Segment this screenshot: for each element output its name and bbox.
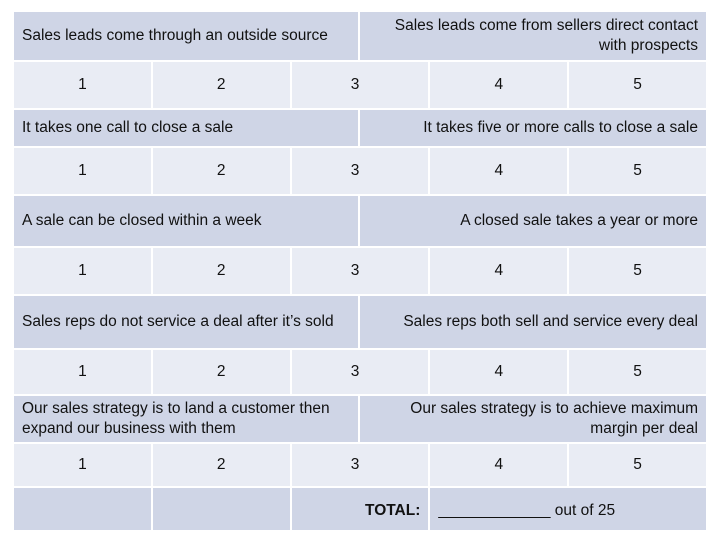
total-row-empty-cell [152,488,292,532]
score-option-2[interactable]: 2 [152,248,292,296]
score-option-2[interactable]: 2 [152,148,292,196]
criterion-row-5: Our sales strategy is to land a customer… [14,396,708,444]
score-option-4[interactable]: 4 [430,148,570,196]
score-option-3[interactable]: 3 [291,248,431,296]
score-option-1[interactable]: 1 [14,148,153,196]
score-option-3[interactable]: 3 [291,350,431,396]
criterion-4-right-statement: Sales reps both sell and service every d… [360,296,708,350]
criterion-5-left-statement: Our sales strategy is to land a customer… [14,396,360,444]
score-option-5[interactable]: 5 [569,444,708,488]
score-row-1: 1 2 3 4 5 [14,62,708,110]
score-option-2[interactable]: 2 [152,444,292,488]
criterion-row-3: A sale can be closed within a week A clo… [14,196,708,248]
score-row-4: 1 2 3 4 5 [14,350,708,396]
total-blank[interactable]: _____________ [438,502,551,519]
score-option-3[interactable]: 3 [291,62,431,110]
score-option-4[interactable]: 4 [430,62,570,110]
criterion-1-left-statement: Sales leads come through an outside sour… [14,12,360,62]
total-row-empty-cell [14,488,153,532]
criterion-2-right-statement: It takes five or more calls to close a s… [360,110,708,148]
score-option-1[interactable]: 1 [14,248,153,296]
score-option-2[interactable]: 2 [152,62,292,110]
score-option-1[interactable]: 1 [14,62,153,110]
criterion-row-1: Sales leads come through an outside sour… [14,12,708,62]
criterion-2-left-statement: It takes one call to close a sale [14,110,360,148]
score-option-3[interactable]: 3 [291,148,431,196]
criterion-row-2: It takes one call to close a sale It tak… [14,110,708,148]
score-option-3[interactable]: 3 [291,444,431,488]
score-row-3: 1 2 3 4 5 [14,248,708,296]
score-option-5[interactable]: 5 [569,350,708,396]
criterion-3-left-statement: A sale can be closed within a week [14,196,360,248]
criterion-4-left-statement: Sales reps do not service a deal after i… [14,296,360,350]
total-row: TOTAL: _____________ out of 25 [14,488,708,532]
score-option-5[interactable]: 5 [569,148,708,196]
criterion-1-right-statement: Sales leads come from sellers direct con… [360,12,708,62]
score-option-4[interactable]: 4 [430,444,570,488]
score-option-4[interactable]: 4 [430,248,570,296]
score-option-4[interactable]: 4 [430,350,570,396]
total-suffix: out of 25 [554,502,616,519]
score-option-1[interactable]: 1 [14,350,153,396]
criterion-row-4: Sales reps do not service a deal after i… [14,296,708,350]
score-row-2: 1 2 3 4 5 [14,148,708,196]
score-option-1[interactable]: 1 [14,444,153,488]
total-label: TOTAL: [291,488,431,532]
score-option-5[interactable]: 5 [569,62,708,110]
score-option-2[interactable]: 2 [152,350,292,396]
score-row-5: 1 2 3 4 5 [14,444,708,488]
criterion-5-right-statement: Our sales strategy is to achieve maximum… [360,396,708,444]
total-field[interactable]: _____________ out of 25 [430,488,708,532]
criterion-3-right-statement: A closed sale takes a year or more [360,196,708,248]
score-option-5[interactable]: 5 [569,248,708,296]
